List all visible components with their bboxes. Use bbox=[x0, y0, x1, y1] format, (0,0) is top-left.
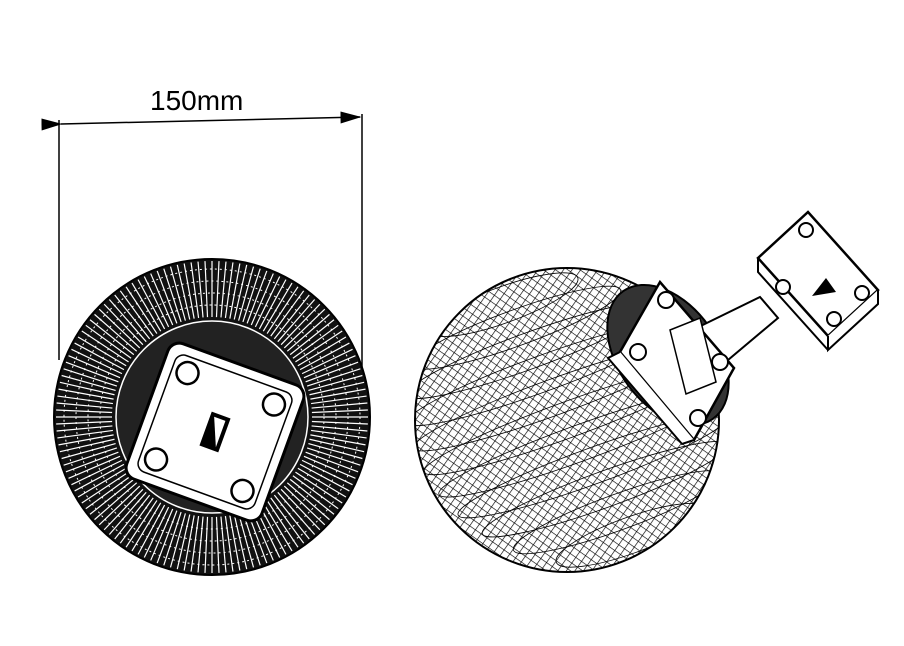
waveguide-feed bbox=[606, 210, 880, 446]
dimension-annotation: 150mm bbox=[41, 85, 363, 420]
front-view bbox=[53, 258, 371, 576]
sphere-mesh-lines bbox=[415, 272, 719, 568]
radial-ribs bbox=[56, 261, 368, 573]
dimension-label: 150mm bbox=[150, 85, 243, 116]
front-flange bbox=[124, 341, 306, 523]
dimension-line bbox=[41, 111, 362, 131]
iso-view bbox=[414, 210, 880, 573]
